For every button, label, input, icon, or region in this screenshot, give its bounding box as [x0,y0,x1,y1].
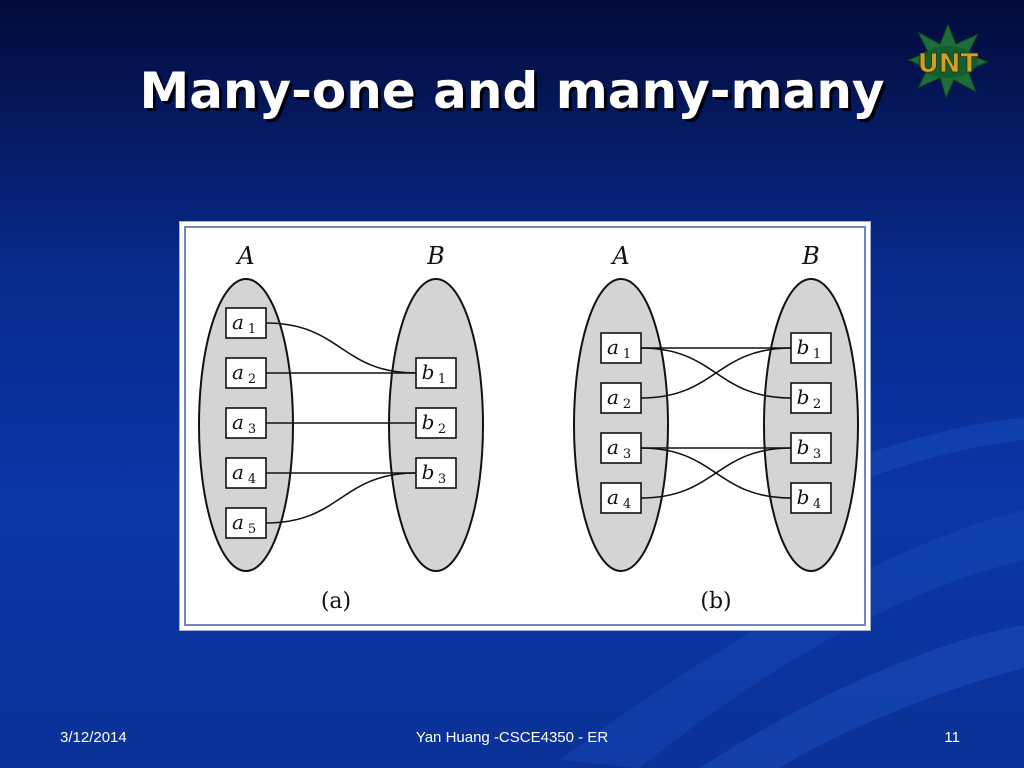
set-a-label: A [610,242,629,270]
entity-label: b [422,410,435,434]
entity-subscript: 4 [623,497,631,512]
entity-label: a [232,360,244,384]
entity-box [225,357,267,389]
entity-label: b [797,385,810,409]
entity-subscript: 2 [438,422,446,437]
relationship-edge [265,472,417,524]
entity-subscript: 3 [248,422,256,437]
entity-box [600,332,642,364]
entity-subscript: 1 [623,347,631,362]
entity-subscript: 4 [248,472,256,487]
entity-subscript: 3 [813,447,821,462]
relationship-edge [640,347,792,399]
entity-box [600,482,642,514]
entity-box [225,307,267,339]
figure-caption: (b) [700,589,731,614]
entity-subscript: 3 [438,472,446,487]
entity-box [790,482,832,514]
entity-label: a [232,510,244,534]
entity-subscript: 5 [248,522,256,537]
footer-author: Yan Huang -CSCE4350 - ER [415,729,609,746]
relationship-edges [265,322,417,524]
entity-box [600,382,642,414]
page-number: 11 [944,729,960,746]
slide-title: Many-one and many-many [139,62,885,120]
entity-box [790,432,832,464]
entity-label: b [422,360,435,384]
entity-label: b [422,460,435,484]
entity-box [225,457,267,489]
entity-subscript: 2 [248,372,256,387]
entity-label: a [232,310,244,334]
entity-label: a [607,385,619,409]
set-b-label: B [426,242,445,270]
unt-eagle-logo-icon: UNT [906,22,990,100]
entity-box [790,332,832,364]
entity-label: a [607,335,619,359]
set-a-label: A [235,242,254,270]
entity-label: a [232,460,244,484]
entity-subscript: 1 [438,372,446,387]
set-b-ellipse [763,278,859,572]
entity-subscript: 3 [623,447,631,462]
entity-box [600,432,642,464]
figure-caption: (a) [321,589,351,614]
logo-text: UNT [918,49,979,79]
relationship-edges [640,347,792,499]
entity-box [415,407,457,439]
entity-label: a [607,435,619,459]
entity-label: b [797,485,810,509]
entity-subscript: 2 [813,397,821,412]
entity-label: a [607,485,619,509]
entity-subscript: 1 [248,322,256,337]
entity-label: b [797,335,810,359]
entity-box [415,457,457,489]
entity-box [415,357,457,389]
entity-box [225,507,267,539]
footer-date: 3/12/2014 [60,729,127,746]
entity-subscript: 4 [813,497,821,512]
set-a-ellipse [573,278,669,572]
entity-label: b [797,435,810,459]
relationship-edge [265,322,417,374]
entity-box [790,382,832,414]
entity-label: a [232,410,244,434]
set-b-label: B [801,242,820,270]
entity-subscript: 2 [623,397,631,412]
entity-subscript: 1 [813,347,821,362]
relationship-edge [640,447,792,499]
entity-box [225,407,267,439]
